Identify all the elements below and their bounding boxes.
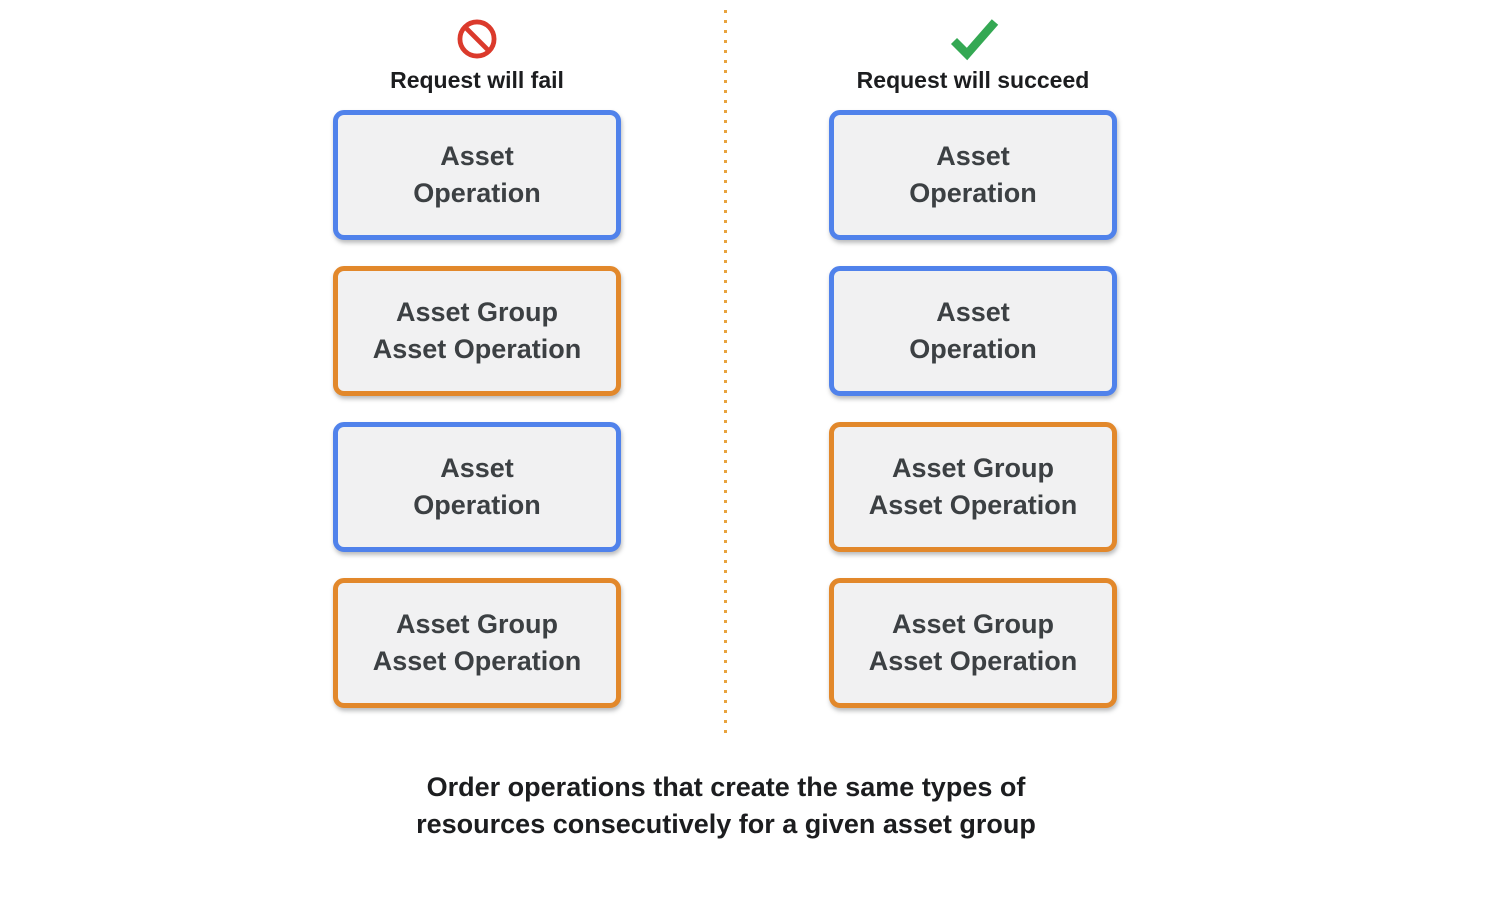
operation-box: Asset Operation	[829, 266, 1117, 396]
operation-box: Asset Group Asset Operation	[333, 578, 621, 708]
operation-box: Asset Group Asset Operation	[829, 422, 1117, 552]
succeed-column: Request will succeed Asset Operation Ass…	[829, 14, 1117, 734]
check-icon	[945, 14, 1001, 64]
operation-box: Asset Operation	[829, 110, 1117, 240]
diagram-caption: Order operations that create the same ty…	[416, 772, 1036, 840]
operation-box: Asset Operation	[333, 110, 621, 240]
operation-box: Asset Group Asset Operation	[333, 266, 621, 396]
fail-column: Request will fail Asset Operation Asset …	[333, 14, 621, 734]
succeed-column-header: Request will succeed	[856, 67, 1090, 93]
prohibited-icon	[456, 14, 498, 64]
operation-box: Asset Group Asset Operation	[829, 578, 1117, 708]
dotted-divider	[724, 10, 727, 740]
fail-column-header: Request will fail	[390, 67, 564, 93]
operation-box: Asset Operation	[333, 422, 621, 552]
